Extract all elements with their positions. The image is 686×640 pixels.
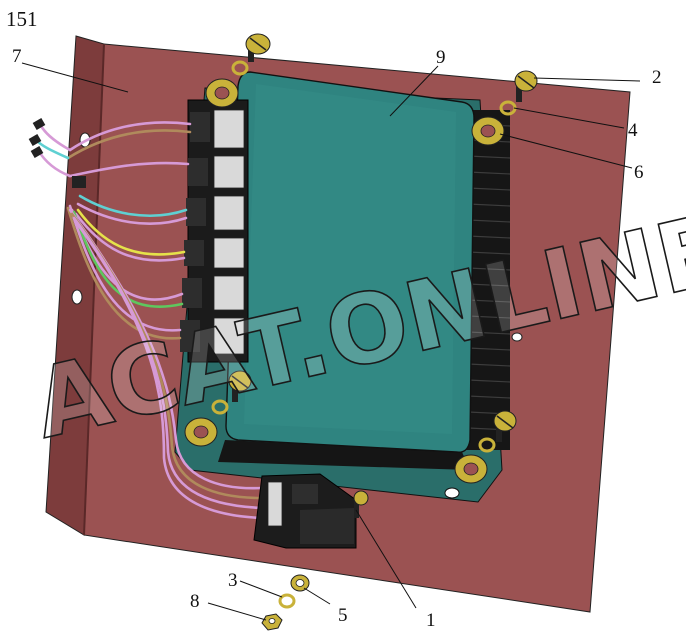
leader-lines bbox=[21, 62, 641, 621]
lower-connector bbox=[253, 473, 357, 549]
screw bbox=[228, 370, 252, 402]
spring-washer bbox=[478, 437, 496, 453]
spring-washer bbox=[231, 60, 249, 76]
callout-8: 8 bbox=[190, 591, 200, 612]
base-hole bbox=[444, 487, 460, 499]
ecu-lid bbox=[225, 71, 475, 453]
callout-4: 4 bbox=[628, 120, 638, 141]
plate-hole bbox=[511, 332, 523, 342]
callout-6: 6 bbox=[634, 162, 644, 183]
flange-hole bbox=[71, 289, 83, 305]
callout-1: 1 bbox=[426, 610, 436, 631]
callout-labels: 7 9 2 4 6 1 3 5 8 bbox=[12, 46, 662, 631]
screw bbox=[493, 410, 517, 442]
screw bbox=[514, 70, 538, 102]
harness-end-clips bbox=[28, 118, 86, 188]
screw bbox=[245, 33, 271, 62]
ecu-connector-bank bbox=[180, 99, 249, 363]
callout-2: 2 bbox=[652, 67, 662, 88]
ecu-unit bbox=[218, 71, 511, 470]
callout-7: 7 bbox=[12, 46, 22, 67]
callout-5: 5 bbox=[338, 605, 348, 626]
spring-washer bbox=[211, 399, 229, 415]
callout-3: 3 bbox=[228, 570, 238, 591]
callout-9: 9 bbox=[436, 47, 446, 68]
spring-washer-loose bbox=[278, 593, 296, 609]
figure-number: 151 bbox=[6, 7, 38, 31]
